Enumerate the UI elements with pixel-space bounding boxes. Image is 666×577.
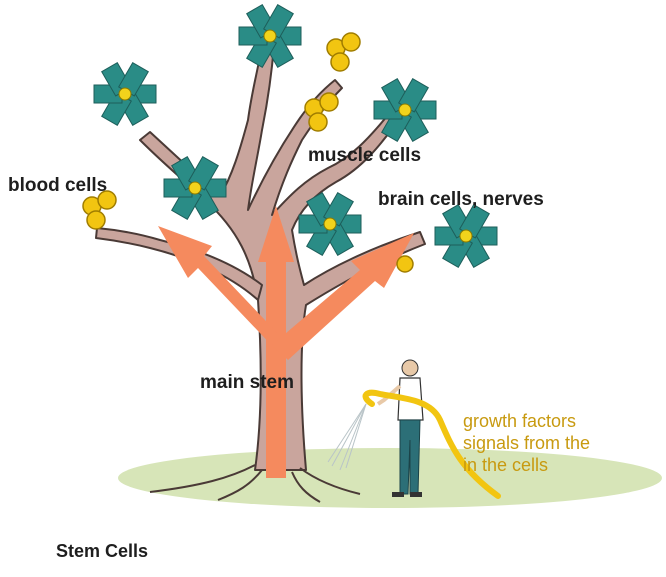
label-main-stem: main stem xyxy=(200,372,294,393)
yellow-cell-cluster-icon xyxy=(304,92,339,132)
flower-cell-icon xyxy=(373,78,437,142)
flower-cell-icon xyxy=(434,204,498,268)
label-muscle-cells: muscle cells xyxy=(308,145,422,166)
flower-cell-icon xyxy=(163,156,227,220)
ground-ellipse xyxy=(118,448,662,508)
flower-cell-icon xyxy=(93,62,157,126)
water-spray xyxy=(327,403,367,471)
yellow-cell-cluster-icon xyxy=(82,190,117,230)
water-hose-icon xyxy=(362,389,501,499)
growth-line-3: in the cells xyxy=(463,455,549,475)
arrow-left xyxy=(158,226,284,352)
label-brain-cells: brain cells, nerves xyxy=(378,189,544,210)
label-growth-factors: growth factors signals from the in the c… xyxy=(463,410,590,476)
growth-line-1: growth factors xyxy=(463,411,577,431)
gardener-figure xyxy=(376,359,424,497)
tree-roots xyxy=(149,464,361,503)
flower-cell-icon xyxy=(298,192,362,256)
yellow-cell-cluster-icon xyxy=(326,32,361,72)
yellow-cell-small xyxy=(396,255,414,273)
diagram-title: Stem Cells xyxy=(56,541,149,561)
label-blood-cells: blood cells xyxy=(8,175,108,196)
differentiation-arrows xyxy=(158,206,414,478)
arrow-right xyxy=(272,233,414,360)
growth-line-2: signals from the xyxy=(463,433,591,453)
